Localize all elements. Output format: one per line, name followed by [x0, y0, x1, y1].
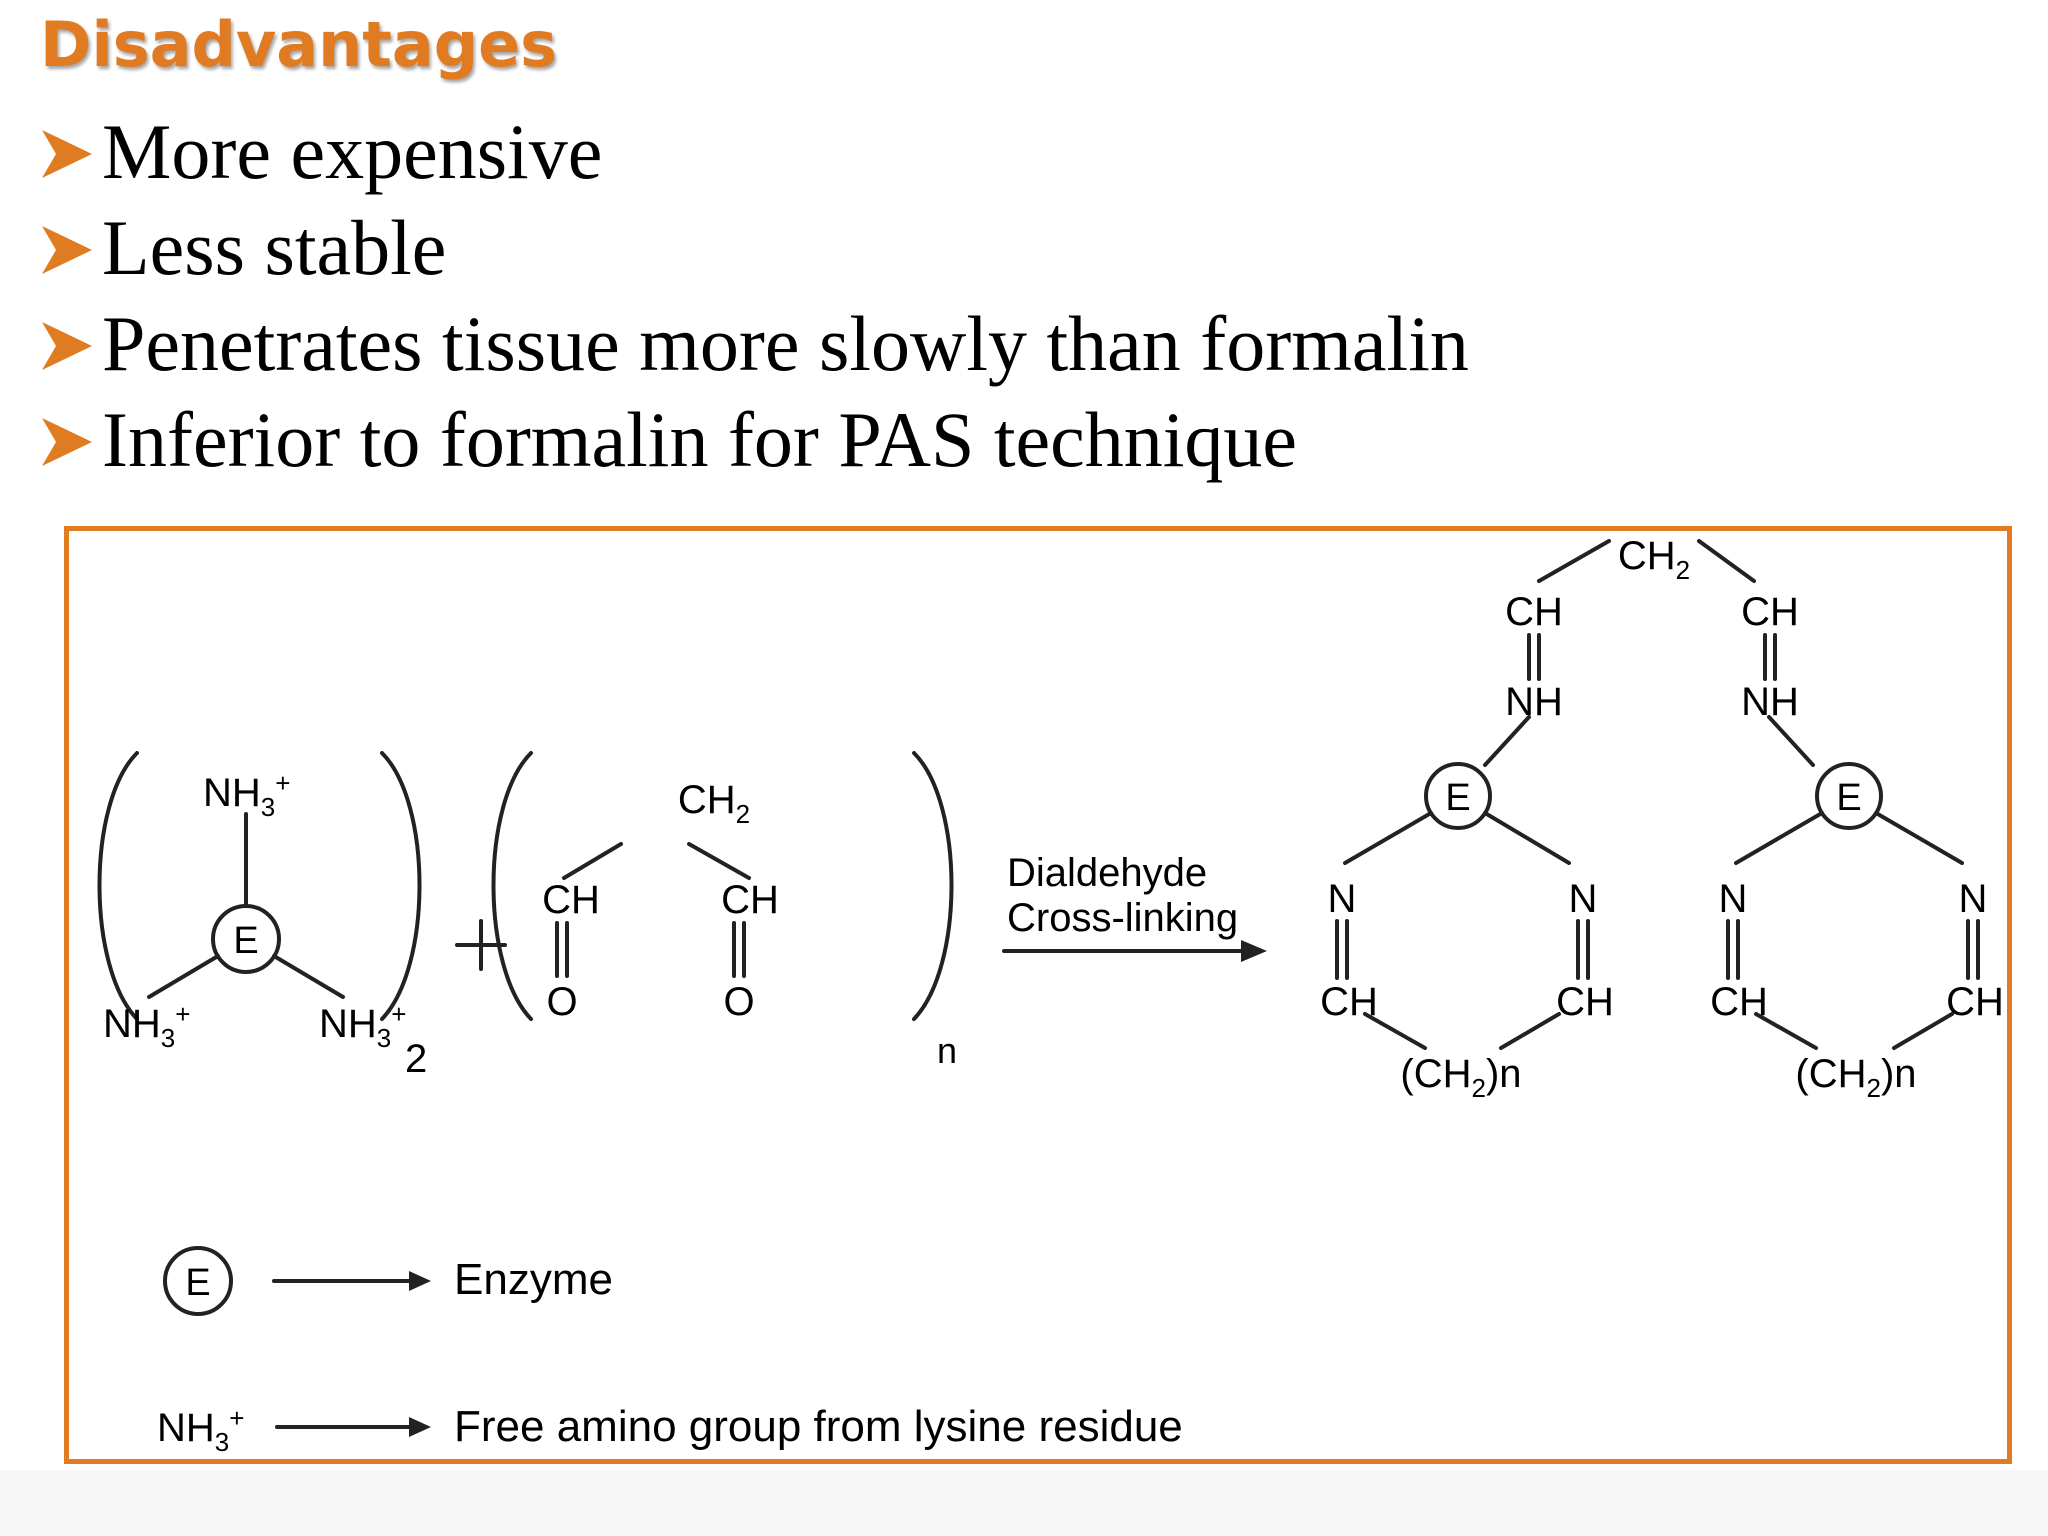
nitrogen-label: N [1719, 877, 1748, 921]
bullet-text: More expensive [102, 108, 603, 195]
crosslinking-diagram: NH3+ E NH3+ NH3+ 2 CH2 CH CH O O n Diald… [97, 534, 2004, 1457]
bullet-item: Penetrates tissue more slowly than forma… [40, 296, 1469, 392]
enzyme-reactant [97, 751, 422, 1021]
legend-nh3-label: NH3+ [157, 1403, 244, 1457]
enzyme-circle [1424, 762, 1492, 830]
bullet-text: Penetrates tissue more slowly than forma… [102, 300, 1469, 387]
legend-amino-label: Free amino group from lysine residue [454, 1402, 1183, 1451]
arrow-bullet-icon [42, 130, 92, 178]
arrow-bullet-icon [42, 226, 92, 274]
ch-label: CH [1505, 590, 1563, 634]
dialdehyde-reactant [491, 751, 954, 1021]
bullet-list: More expensive Less stable Penetrates ti… [40, 104, 1469, 488]
nitrogen-label: N [1959, 877, 1988, 921]
bullet-text: Less stable [102, 204, 447, 291]
bullet-item: Less stable [40, 200, 1469, 296]
ch2-label: CH2 [678, 778, 750, 829]
nh-label: NH [1505, 680, 1563, 724]
nh-label: NH [1741, 680, 1799, 724]
arrow-label-line2: Cross-linking [1007, 896, 1238, 940]
nh3-right-label: NH3+ [319, 999, 406, 1053]
arrow-bullet-icon [42, 418, 92, 466]
oxygen-label: O [723, 980, 754, 1024]
arrow-label-line1: Dialdehyde [1007, 851, 1207, 895]
bracket-right [380, 751, 422, 1021]
ch-label: CH [542, 878, 600, 922]
ch-label: CH [721, 878, 779, 922]
bullet-item: More expensive [40, 104, 1469, 200]
product-bridge [1483, 539, 1815, 767]
stoichiometry-2: 2 [405, 1037, 427, 1081]
legend-enzyme-symbol: E [185, 1262, 210, 1304]
enzyme-symbol: E [1445, 777, 1470, 819]
ch-label: CH [1741, 590, 1799, 634]
stoichiometry-n: n [937, 1030, 957, 1071]
arrow-bullet-icon [42, 322, 92, 370]
diagram-frame: NH3+ E NH3+ NH3+ 2 CH2 CH CH O O n Diald… [64, 526, 2012, 1464]
oxygen-label: O [546, 980, 577, 1024]
bullet-text: Inferior to formalin for PAS technique [102, 396, 1298, 483]
nh3-top-label: NH3+ [203, 768, 290, 822]
bracket-left [491, 751, 533, 1021]
enzyme-symbol: E [233, 920, 258, 962]
slide-heading: Disadvantages [40, 8, 558, 81]
ch-label: CH [1556, 980, 1614, 1024]
ch2n-label: (CH2)n [1795, 1052, 1916, 1103]
ch2-bridge-label: CH2 [1618, 534, 1690, 585]
bracket-right [912, 751, 954, 1021]
product-unit-right [1726, 762, 1980, 1050]
nitrogen-label: N [1569, 877, 1598, 921]
nitrogen-label: N [1328, 877, 1357, 921]
legend-enzyme-label: Enzyme [454, 1255, 613, 1304]
ch2n-label: (CH2)n [1400, 1052, 1521, 1103]
product-unit-left [1335, 762, 1590, 1050]
bullet-item: Inferior to formalin for PAS technique [40, 392, 1469, 488]
bottom-band [0, 1470, 2048, 1536]
ch-label: CH [1320, 980, 1378, 1024]
legend-enzyme-circle [163, 1246, 233, 1316]
enzyme-circle [1815, 762, 1883, 830]
ch-label: CH [1710, 980, 1768, 1024]
ch-label: CH [1946, 980, 2004, 1024]
bracket-left [97, 751, 139, 1021]
enzyme-symbol: E [1836, 777, 1861, 819]
nh3-left-label: NH3+ [103, 999, 190, 1053]
